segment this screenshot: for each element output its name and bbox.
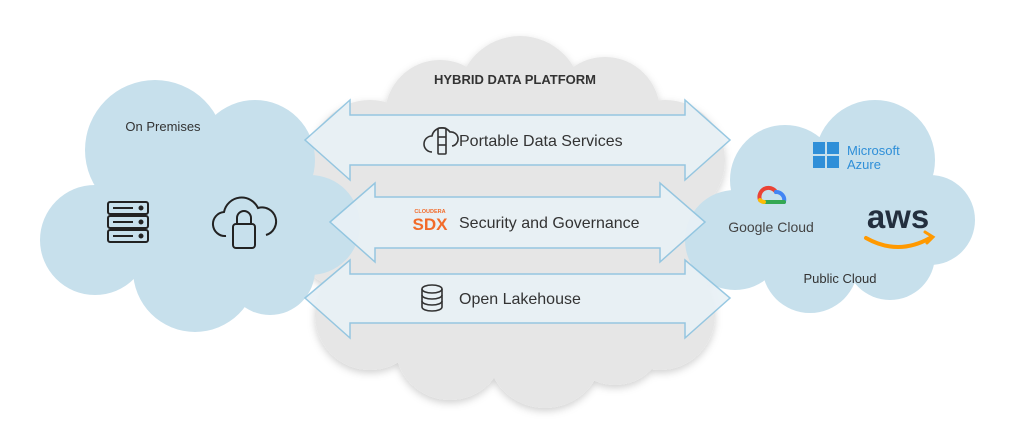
on-premises-cloud bbox=[40, 80, 360, 332]
aws-smile bbox=[864, 236, 932, 249]
aws-wordmark: aws bbox=[867, 198, 929, 235]
service-arrows bbox=[303, 98, 732, 340]
azure-line1: Microsoft bbox=[847, 143, 900, 158]
google-cloud-logo: Google Cloud bbox=[728, 185, 814, 235]
google-cloud-icon bbox=[757, 185, 787, 204]
svg-text:CLOUDERA: CLOUDERA bbox=[414, 209, 445, 215]
server-rack-icon bbox=[107, 201, 149, 243]
public-cloud-cloud bbox=[685, 100, 975, 313]
platform-title: HYBRID DATA PLATFORM bbox=[434, 72, 596, 87]
cloudera-sdx-logo: CLOUDERA SDX bbox=[413, 209, 449, 234]
public-cloud-label: Public Cloud bbox=[804, 271, 877, 286]
open-lakehouse-label: Open Lakehouse bbox=[459, 291, 581, 308]
google-cloud-label: Google Cloud bbox=[728, 219, 814, 235]
aws-logo: aws bbox=[864, 198, 936, 249]
security-governance-label: Security and Governance bbox=[459, 215, 640, 232]
portable-data-services-arrow bbox=[303, 98, 732, 182]
database-icon bbox=[421, 284, 443, 312]
on-premises-label: On Premises bbox=[125, 119, 201, 134]
azure-logo: Microsoft Azure bbox=[813, 142, 900, 172]
svg-text:SDX: SDX bbox=[413, 215, 449, 234]
security-governance-arrow bbox=[328, 181, 707, 264]
portable-data-services-label: Portable Data Services bbox=[459, 133, 623, 150]
cloud-server-icon bbox=[423, 127, 459, 155]
open-lakehouse-arrow bbox=[303, 258, 732, 340]
azure-line2: Azure bbox=[847, 157, 881, 172]
cloud-lock-icon bbox=[212, 196, 278, 249]
